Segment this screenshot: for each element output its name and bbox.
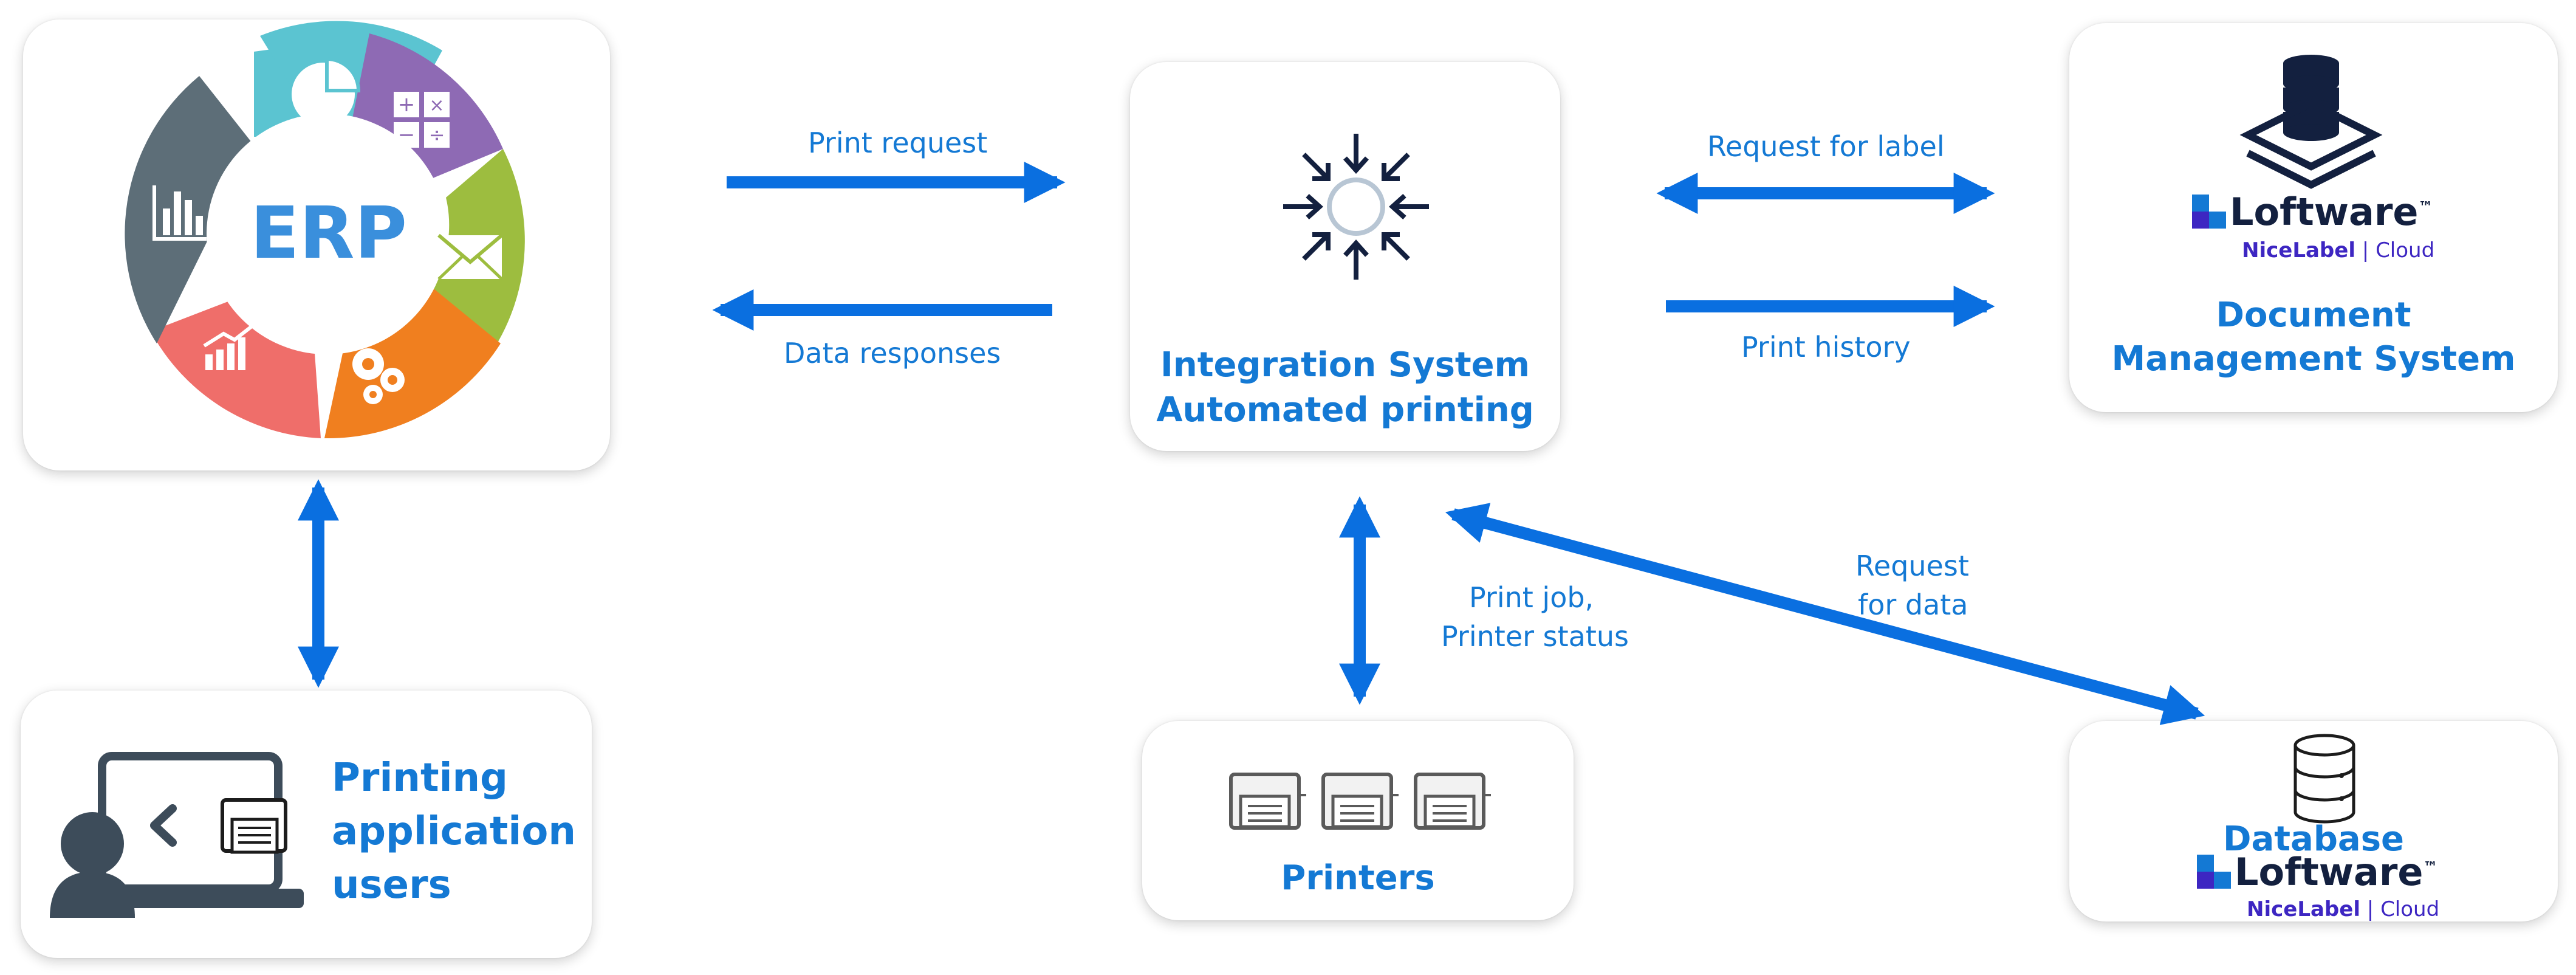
nicelabel-cloud-tagline: NiceLabel | Cloud [2242, 238, 2434, 263]
growth-chart-icon [203, 320, 259, 370]
dms-title-line1: Document [2216, 295, 2411, 335]
arrow-integration-database [1445, 503, 2205, 725]
loftware-tm: ™ [2423, 858, 2438, 876]
nicelabel-text: NiceLabel [2247, 897, 2360, 922]
loftware-name: Loftware [2235, 850, 2424, 894]
printers-title: Printers [1281, 858, 1435, 898]
svg-text:−: − [398, 123, 416, 147]
nicelabel-cloud-tagline: NiceLabel | Cloud [2247, 897, 2439, 922]
svg-text:+: + [398, 92, 416, 117]
integration-hub-icon [1283, 134, 1429, 280]
envelope-icon [437, 233, 503, 280]
calculator-icon: + × − ÷ [394, 92, 450, 148]
brand-separator: | [2360, 897, 2381, 922]
label-print-job: Print job, [1469, 581, 1594, 614]
brand-separator: | [2355, 238, 2376, 263]
users-title-line3: users [332, 863, 451, 908]
svg-text:÷: ÷ [429, 123, 445, 146]
loftware-wordmark: Loftware™ [2235, 850, 2437, 894]
label-data-responses: Data responses [784, 337, 1001, 370]
label-printer-status: Printer status [1441, 620, 1629, 653]
svg-text:×: × [429, 95, 444, 116]
erp-wheel: + × − ÷ [125, 21, 525, 439]
printer-icon [221, 798, 287, 854]
loftware-logo-mark [2192, 195, 2226, 229]
users-title-line1: Printing [332, 756, 508, 801]
label-for-data: for data [1858, 588, 1968, 621]
database-title: Database [2222, 819, 2405, 859]
label-print-request: Print request [808, 126, 988, 159]
cloud-text: Cloud [2380, 897, 2440, 922]
label-request: Request [1855, 550, 1969, 582]
bar-chart-icon [152, 185, 207, 241]
loftware-wordmark: Loftware™ [2230, 190, 2433, 234]
user-monitor-icon [50, 752, 304, 918]
dms-title-line2: Management System [2111, 339, 2516, 379]
loftware-name: Loftware [2230, 190, 2419, 234]
integration-system-card [1130, 62, 1560, 451]
integration-title-line2: Automated printing [1156, 390, 1534, 430]
gears-icon [352, 348, 405, 404]
integration-title-line1: Integration System [1160, 345, 1530, 385]
label-print-history: Print history [1741, 331, 1911, 363]
cloud-text: Cloud [2376, 238, 2435, 263]
erp-logo-text: ERP [250, 191, 407, 275]
printer-icon [1229, 773, 1306, 830]
server-stack-icon [2239, 55, 2383, 189]
connectors [297, 161, 2205, 725]
erp-segment-red [151, 301, 321, 438]
users-title-line2: application [332, 809, 576, 854]
nicelabel-text: NiceLabel [2242, 238, 2355, 263]
label-request-for-label: Request for label [1707, 130, 1945, 163]
loftware-tm: ™ [2418, 198, 2433, 216]
loftware-logo-mark [2197, 855, 2231, 889]
pie-chart-icon [292, 57, 361, 126]
database-icon [2293, 734, 2355, 824]
printer-icon [1321, 773, 1399, 830]
printer-icon [1414, 773, 1491, 830]
printer-icons [1229, 773, 1491, 830]
